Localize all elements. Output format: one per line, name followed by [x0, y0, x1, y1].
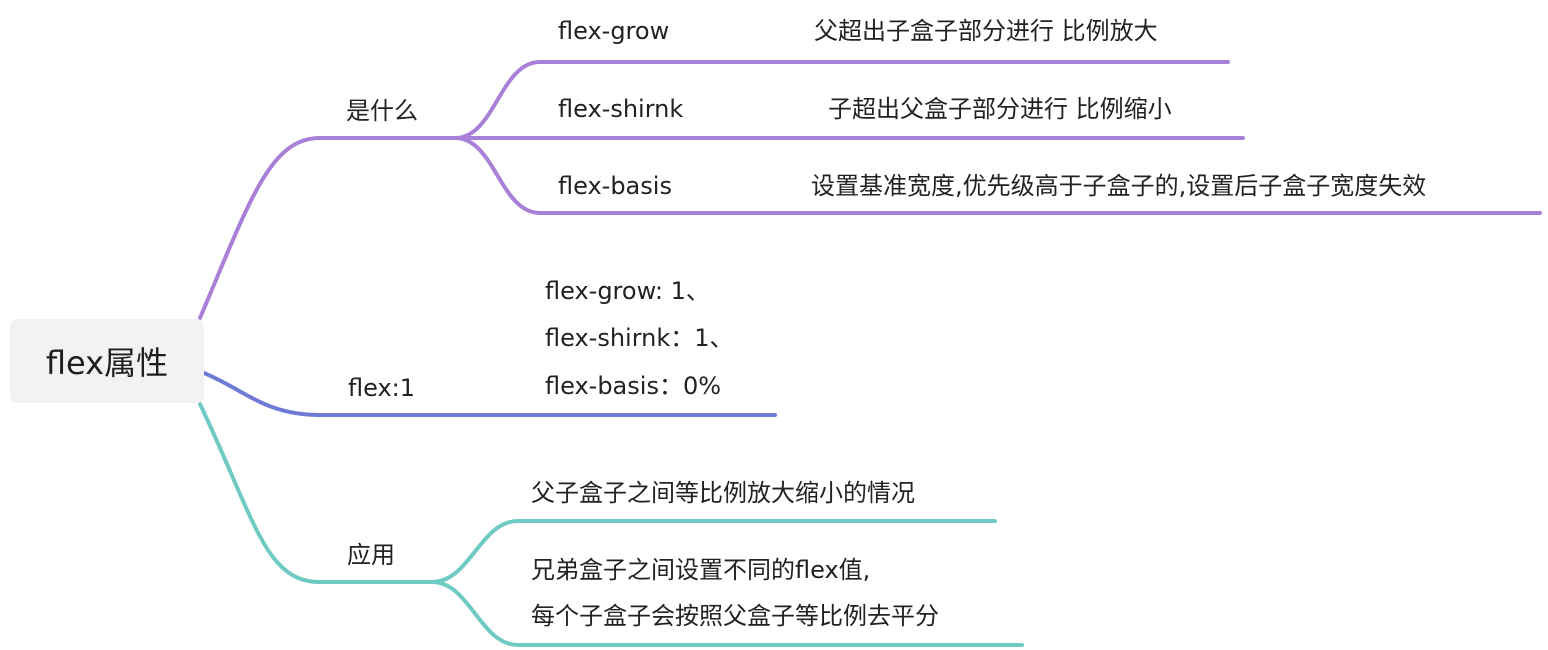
node-flex-grow-desc[interactable]: 父超出子盒子部分进行 比例放大 — [814, 17, 1158, 45]
usage-child-2-line-1[interactable]: 兄弟盒子之间设置不同的flex值, — [531, 556, 871, 584]
branch-what-is-label[interactable]: 是什么 — [346, 97, 418, 125]
node-flex-basis-desc[interactable]: 设置基准宽度,优先级高于子盒子的,设置后子盒子宽度失效 — [811, 172, 1427, 200]
branch-usage-label[interactable]: 应用 — [347, 541, 395, 569]
connector-usage-child-2 — [430, 580, 1024, 647]
node-flex-grow[interactable]: flex-grow — [558, 17, 670, 45]
connector-what-is-flex-basis — [453, 136, 1542, 215]
branch-flex1-label[interactable]: flex:1 — [348, 374, 416, 402]
connector-usage-child-1 — [430, 519, 997, 584]
flex1-note-line-1[interactable]: flex-grow: 1、 — [545, 277, 710, 305]
node-flex-shirnk[interactable]: flex-shirnk — [558, 95, 684, 123]
node-flex-shirnk-desc[interactable]: 子超出父盒子部分进行 比例缩小 — [828, 95, 1172, 123]
usage-child-1[interactable]: 父子盒子之间等比例放大缩小的情况 — [531, 479, 915, 507]
root-label: flex属性 — [45, 344, 169, 382]
flex1-note-line-2[interactable]: flex-shirnk：1、 — [545, 324, 734, 352]
root-node[interactable]: flex属性 — [10, 319, 204, 403]
usage-child-2-line-2[interactable]: 每个子盒子会按照父盒子等比例去平分 — [531, 602, 939, 630]
connector-root-what-is — [198, 136, 457, 320]
flex1-note-line-3[interactable]: flex-basis：0% — [545, 372, 722, 400]
node-flex-basis[interactable]: flex-basis — [558, 172, 672, 200]
connector-what-is-flex-grow — [453, 60, 1230, 140]
connector-root-flex1 — [202, 371, 777, 417]
connector-root-usage — [198, 402, 434, 584]
